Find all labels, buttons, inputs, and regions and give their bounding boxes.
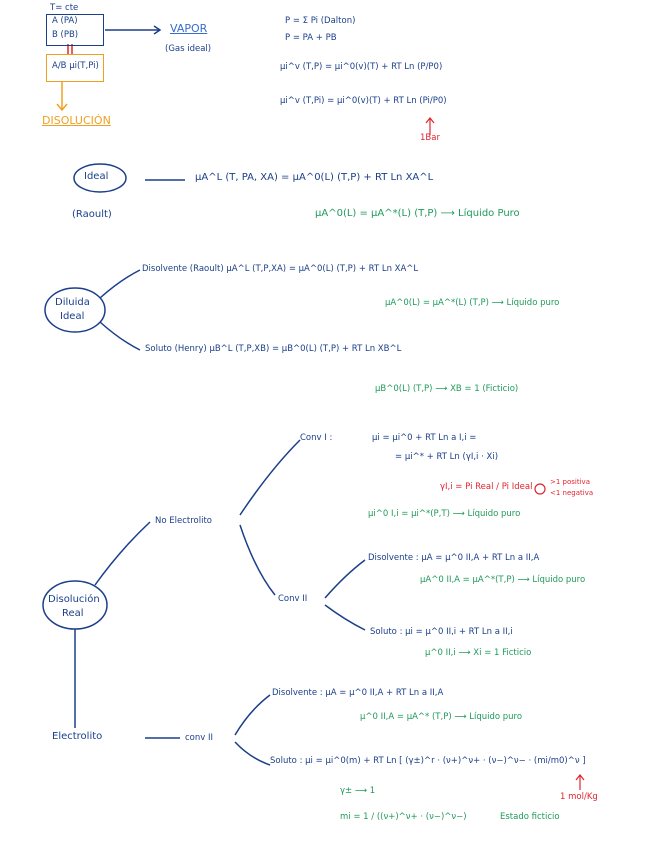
raoult-label: (Raoult) (72, 209, 112, 220)
diluida-disolvente-pure-equation: μA^0(L) = μA^*(L) (T,P) ⟶ Líquido puro (385, 298, 560, 308)
activity-coefficient-definition: γI,i = Pi Real / Pi Ideal (440, 482, 533, 492)
no-electrolito-label: No Electrolito (155, 516, 212, 526)
diluida-soluto-equation: Soluto (Henry) μB^L (T,P,XB) = μB^0(L) (… (145, 344, 402, 354)
gamma-limit-equation: γ± ⟶ 1 (340, 786, 376, 796)
gas-ideal-label: (Gas ideal) (165, 44, 212, 54)
electrolito-disolvente-pure-equation: μ^0 II,A = μA^* (T,P) ⟶ Líquido puro (360, 712, 523, 722)
unit-note: 1 mol/Kg (560, 792, 598, 802)
diluida-soluto-ficticio-equation: μB^0(L) (T,P) ⟶ XB = 1 (Ficticio) (375, 384, 519, 394)
diluida-disolvente-equation: Disolvente (Raoult) μA^L (T,P,XA) = μA^0… (142, 264, 419, 274)
total-pressure-equation: P = PA + PB (285, 33, 337, 43)
conv-ii-soluto-ficticio-equation: μ^0 II,i ⟶ Xi = 1 Ficticio (425, 648, 532, 658)
conv-i-pure-equation: μi^0 I,i = μi^*(P,T) ⟶ Líquido puro (368, 509, 521, 519)
conv-ii-soluto-equation: Soluto : μi = μ^0 II,i + RT Ln a II,i (370, 627, 513, 637)
dalton-equation: P = Σ Pi (Dalton) (285, 16, 356, 26)
ab-mu-label: A/B μi(T,Pi) (52, 61, 99, 71)
conv-ii-label: Conv II (278, 594, 308, 604)
temperature-constant-label: T= cte (50, 3, 79, 13)
conv-i-label: Conv I : (300, 433, 333, 443)
real-label: Real (62, 608, 84, 619)
conv-ii-disolvente-equation: Disolvente : μA = μ^0 II,A + RT Ln a II,… (368, 553, 540, 563)
electrolito-soluto-equation: Soluto : μi = μi^0(m) + RT Ln [ (γ±)^r ·… (270, 756, 586, 766)
vapor-potential-equation-pi: μi^v (T,Pi) = μi^0(v)(T) + RT Ln (Pi/P0) (280, 96, 447, 106)
positive-deviation-note: >1 positiva (550, 478, 590, 486)
liquid-phase-box (46, 54, 104, 82)
negative-deviation-note: <1 negativa (550, 489, 594, 497)
one-bar-note: 1Bar (420, 133, 440, 143)
electrolito-disolvente-equation: Disolvente : μA = μ^0 II,A + RT Ln a II,… (272, 688, 444, 698)
vapor-phase-box (46, 14, 104, 46)
b-pb-label: B (PB) (52, 30, 79, 40)
vapor-label: VAPOR (170, 22, 208, 35)
ideal-equation: μA^L (T, PA, XA) = μA^0(L) (T,P) + RT Ln… (195, 172, 434, 183)
electrolito-conv-ii-label: conv II (185, 733, 214, 743)
ideal-label: Ideal (84, 171, 109, 182)
disolucion-real-label: Disolución (48, 594, 100, 605)
ideal-pure-liquid-equation: μA^0(L) = μA^*(L) (T,P) ⟶ Líquido Puro (315, 208, 520, 219)
conv-i-equation-2: = μi^* + RT Ln (γI,i · Xi) (395, 452, 499, 462)
vapor-potential-equation-p: μi^v (T,P) = μi^0(v)(T) + RT Ln (P/P0) (280, 62, 443, 72)
conv-i-equation-1: μi = μi^0 + RT Ln a I,i = (372, 433, 477, 443)
estado-ficticio-note: Estado ficticio (500, 812, 560, 822)
disolucion-label: DISOLUCIÓN (42, 114, 111, 127)
a-pa-label: A (PA) (52, 16, 78, 26)
molality-ficticio-equation: mi = 1 / ((ν+)^ν+ · (ν−)^ν−) (340, 812, 467, 822)
diluida-ideal-label: Ideal (60, 311, 85, 322)
diluida-label: Diluida (55, 297, 90, 308)
conv-ii-disolvente-pure-equation: μA^0 II,A = μA^*(T,P) ⟶ Líquido puro (420, 575, 586, 585)
electrolito-label: Electrolito (52, 731, 103, 742)
